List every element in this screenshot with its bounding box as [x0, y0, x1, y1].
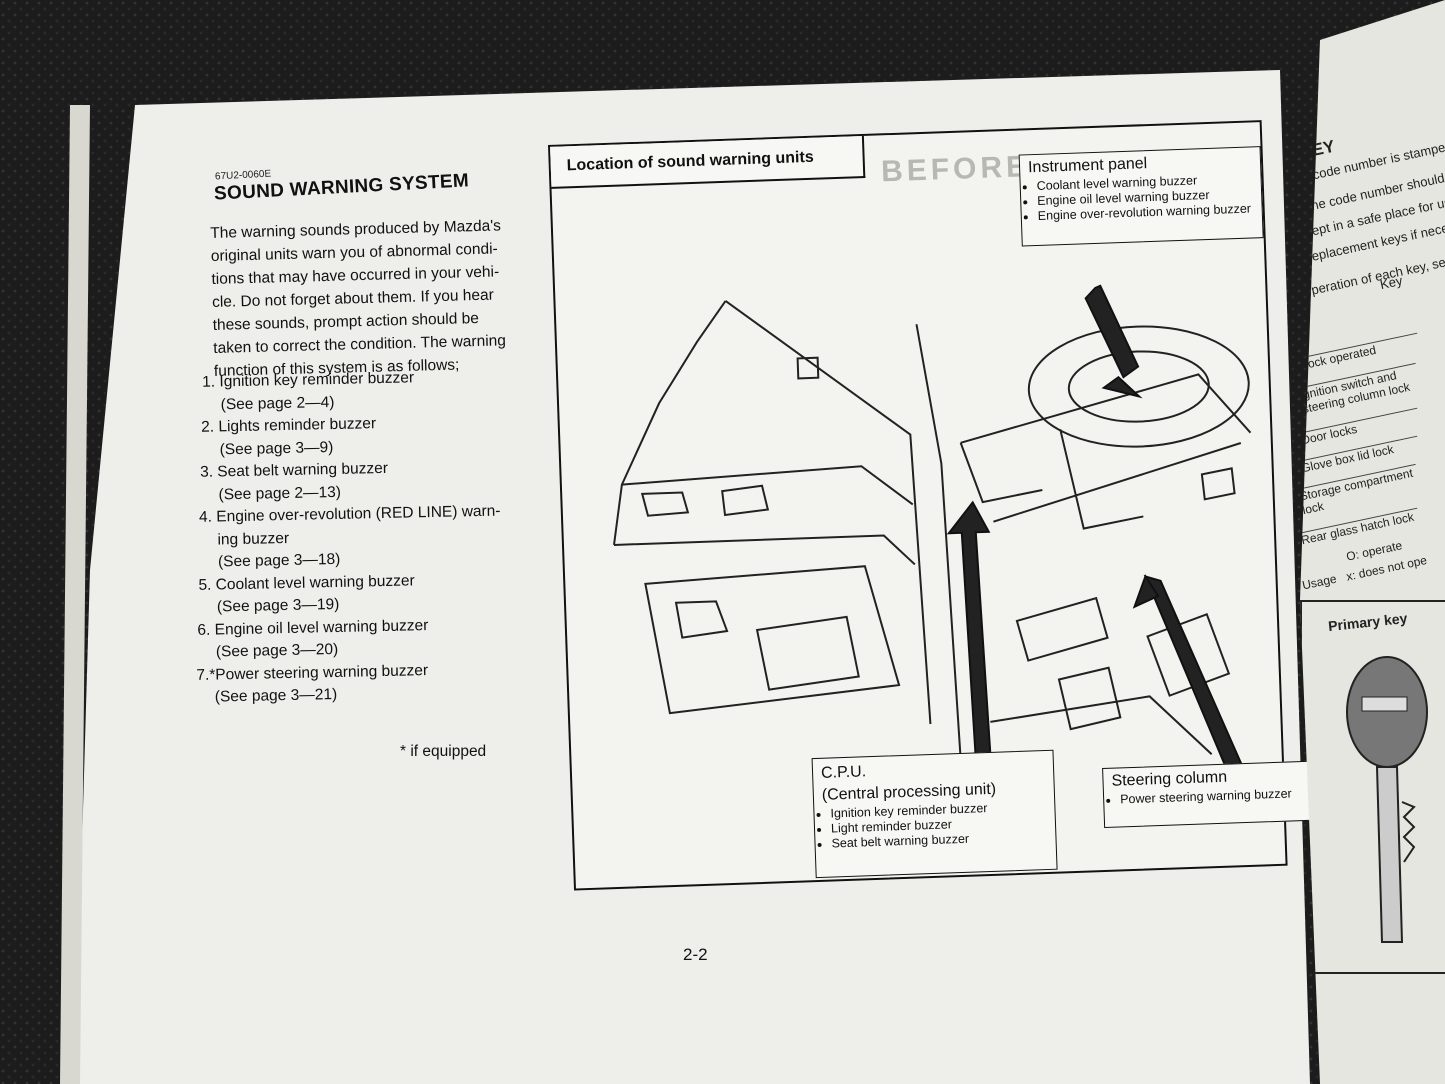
usage-label: Usage — [1300, 571, 1338, 593]
key-icon — [1346, 656, 1428, 943]
car-interior-illustration — [613, 284, 1252, 794]
intro-paragraph: The warning sounds produced by Mazda's o… — [210, 213, 544, 383]
primary-key-box: Primary key — [1300, 600, 1445, 974]
table-header-key: Key — [1378, 272, 1404, 293]
key-heading: KEY — [1298, 136, 1337, 163]
instrument-panel-label: Instrument panel Coolant level warning b… — [1018, 146, 1264, 247]
cpu-label: C.P.U. (Central processing unit) Ignitio… — [811, 749, 1058, 879]
footnote: * if equipped — [400, 743, 487, 760]
buzzer-list: 1. Ignition key reminder buzzer (See pag… — [190, 365, 527, 709]
steering-column-label: Steering column Power steering warning b… — [1102, 760, 1317, 829]
page-number: 2-2 — [683, 945, 708, 964]
primary-key-title: Primary key — [1327, 609, 1409, 635]
diagram-frame: Location of sound warning units BEFORE D… — [548, 120, 1317, 891]
